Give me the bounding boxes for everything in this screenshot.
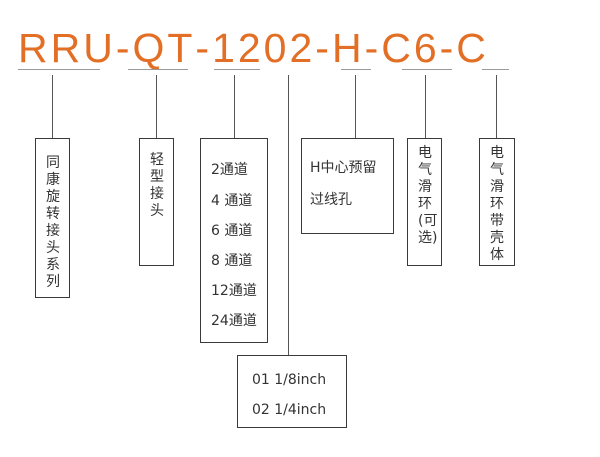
- underline-h: [341, 69, 371, 71]
- underline-c: [482, 69, 509, 71]
- code-dash: -: [364, 25, 382, 71]
- size-box: 01 1/8inch 02 1/4inch: [237, 355, 347, 428]
- connector-hole: [355, 75, 357, 138]
- connector-housing: [496, 75, 498, 138]
- code-series: RRU: [18, 25, 116, 71]
- channel-option: 24通道: [211, 313, 257, 329]
- size-option: 02 1/4inch: [252, 402, 327, 418]
- code-dash: -: [315, 25, 332, 71]
- channel-option: 6 通道: [211, 223, 253, 239]
- underline-c6: [402, 69, 452, 71]
- type-label: 轻型接头: [150, 152, 164, 219]
- underline-12: [214, 69, 260, 71]
- connector-slip-ring: [425, 75, 427, 138]
- model-code: RRU-QT-1202-H-C6-C: [18, 22, 489, 74]
- hole-box: H中心预留 过线孔: [301, 138, 394, 234]
- housing-box: 电气滑环带壳体: [479, 138, 515, 266]
- connector-type: [156, 75, 158, 138]
- underline-qt: [128, 69, 188, 71]
- connector-channels: [234, 75, 236, 138]
- code-slip-ring: C6: [381, 25, 440, 71]
- code-dash: -: [195, 25, 213, 71]
- hole-label-line2: 过线孔: [310, 192, 352, 208]
- slip-ring-label: 电气滑环(可选): [418, 145, 438, 246]
- housing-label: 电气滑环带壳体: [490, 145, 504, 263]
- series-box: 同康旋转接头系列: [35, 138, 70, 298]
- underline-rru: [18, 69, 100, 71]
- connector-size: [288, 75, 290, 355]
- code-hole: H: [331, 25, 365, 71]
- channels-box: 2通道 4 通道 6 通道 8 通道 12通道 24通道: [200, 138, 268, 343]
- type-box: 轻型接头: [139, 138, 174, 266]
- connector-series: [52, 75, 54, 138]
- slip-ring-box: 电气滑环(可选): [407, 138, 442, 266]
- code-housing: C: [456, 25, 489, 71]
- hole-label-line1: H中心预留: [310, 160, 377, 176]
- channel-option: 8 通道: [211, 253, 253, 269]
- code-dash: -: [439, 25, 457, 71]
- channel-option: 2通道: [211, 162, 248, 178]
- size-option: 01 1/8inch: [252, 372, 327, 388]
- channel-option: 12通道: [211, 283, 257, 299]
- series-label: 同康旋转接头系列: [46, 155, 60, 290]
- code-type: QT: [132, 25, 196, 71]
- code-dash: -: [115, 25, 133, 71]
- code-channels-size: 1202: [212, 25, 316, 71]
- channel-option: 4 通道: [211, 193, 253, 209]
